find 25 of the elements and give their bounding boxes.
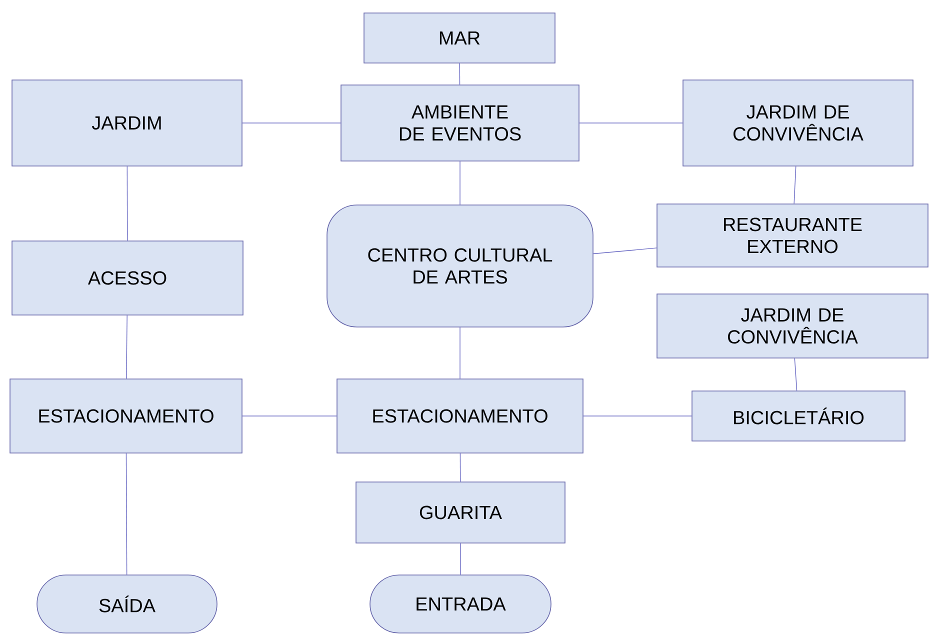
connector-line [126,315,128,379]
connector-line [126,166,128,241]
location-box: JARDIM DE CONVIVÊNCIA [682,80,914,166]
connector-line [242,122,341,124]
location-box: GUARITA [356,482,566,544]
location-box: RESTAURANTE EXTERNO [656,204,928,268]
building-box: CENTRO CULTURAL DE ARTES [326,204,594,328]
connector-line [126,453,128,575]
connector-line [459,63,460,85]
connector-line [579,122,683,124]
location-box: ACESSO [12,240,244,316]
location-box: ESTACIONAMENTO [336,378,584,454]
terminal-box: SAÍDA [36,574,218,634]
connector-line [593,248,657,254]
location-box: BICICLETÁRIO [692,390,906,442]
connector-line [460,453,461,482]
connector-line [460,543,461,575]
location-box: ESTACIONAMENTO [10,378,242,454]
location-box: JARDIM [12,80,242,166]
connector-line [794,166,796,204]
location-box: MAR [364,12,556,64]
location-box: JARDIM DE CONVIVÊNCIA [656,294,928,358]
terminal-box: ENTRADA [370,574,552,634]
location-box: AMBIENTE DE EVENTOS [340,84,580,162]
connector-line [794,358,798,391]
